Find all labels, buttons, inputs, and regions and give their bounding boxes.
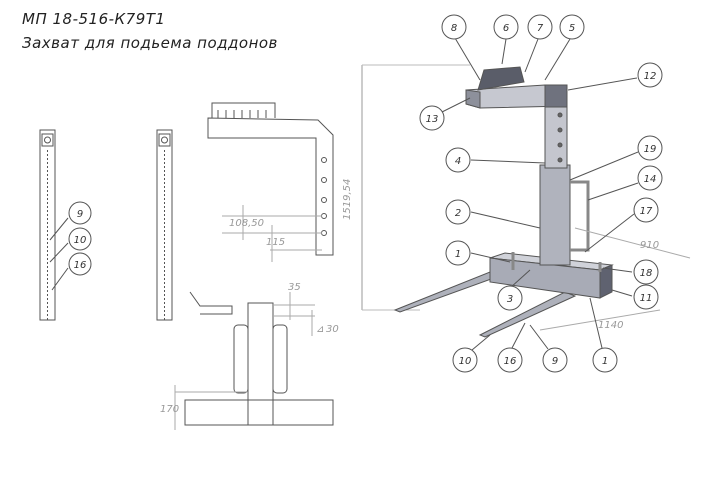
balloon-16: 16 <box>68 252 92 276</box>
balloon-17: 17 <box>633 197 659 223</box>
balloon-8: 8 <box>441 14 467 40</box>
balloon-19: 19 <box>637 135 663 161</box>
svg-text:7: 7 <box>537 23 544 34</box>
dim-910: 910 <box>640 240 659 251</box>
balloon-11: 11 <box>633 284 659 310</box>
balloon-18: 18 <box>633 259 659 285</box>
svg-text:13: 13 <box>426 114 439 125</box>
svg-text:5: 5 <box>569 23 575 34</box>
balloon-14: 14 <box>637 165 663 191</box>
front-view <box>174 291 334 430</box>
drawing-code: МП 18-516-К79Т1 <box>22 10 166 28</box>
dim-108-50: 108,50 <box>229 218 264 229</box>
svg-text:14: 14 <box>644 174 657 185</box>
dim-30: 30 <box>326 324 339 335</box>
svg-text:8: 8 <box>451 23 457 34</box>
svg-text:10: 10 <box>74 235 87 246</box>
balloon-16: 16 <box>497 347 523 373</box>
balloon-9: 9 <box>68 201 92 225</box>
dim-115: 115 <box>266 237 285 248</box>
svg-text:2: 2 <box>455 208 461 219</box>
balloon-9: 9 <box>542 347 568 373</box>
iso-view <box>361 64 691 338</box>
dim-170: 170 <box>160 404 179 415</box>
balloon-4: 4 <box>445 147 471 173</box>
side-view-bar-2 <box>156 129 173 321</box>
balloon-13: 13 <box>419 105 445 131</box>
drawing-title: Захват для подьема поддонов <box>22 34 278 52</box>
balloon-6: 6 <box>493 14 519 40</box>
svg-text:19: 19 <box>644 144 657 155</box>
balloon-5: 5 <box>559 14 585 40</box>
side-view-bar-1 <box>39 129 56 321</box>
svg-text:3: 3 <box>507 294 513 305</box>
dim-35: 35 <box>288 282 301 293</box>
balloon-2: 2 <box>445 199 471 225</box>
balloon-1b: 1 <box>592 347 618 373</box>
weld-symbol: ⊿ <box>316 324 324 335</box>
iso-balloons: 8 6 7 5 12 13 4 19 14 2 17 1 18 11 3 10 … <box>419 14 663 373</box>
balloon-3: 3 <box>497 285 523 311</box>
dim-1140: 1140 <box>598 320 623 331</box>
svg-text:18: 18 <box>640 268 653 279</box>
svg-text:9: 9 <box>77 209 83 220</box>
svg-text:9: 9 <box>552 356 558 367</box>
svg-text:4: 4 <box>455 156 461 167</box>
svg-text:1: 1 <box>602 356 608 367</box>
balloon-10: 10 <box>452 347 478 373</box>
svg-text:6: 6 <box>503 23 509 34</box>
svg-text:10: 10 <box>459 356 472 367</box>
balloon-12: 12 <box>637 62 663 88</box>
svg-text:16: 16 <box>74 260 87 271</box>
balloon-7: 7 <box>527 14 553 40</box>
balloon-1: 1 <box>445 240 471 266</box>
top-arm-view <box>207 102 334 262</box>
svg-text:12: 12 <box>644 71 657 82</box>
svg-text:11: 11 <box>640 293 653 304</box>
svg-text:1: 1 <box>455 249 461 260</box>
svg-text:17: 17 <box>640 206 653 217</box>
balloon-10: 10 <box>68 227 92 251</box>
svg-text:16: 16 <box>504 356 517 367</box>
dim-1519-54: 1519,54 <box>342 179 353 220</box>
